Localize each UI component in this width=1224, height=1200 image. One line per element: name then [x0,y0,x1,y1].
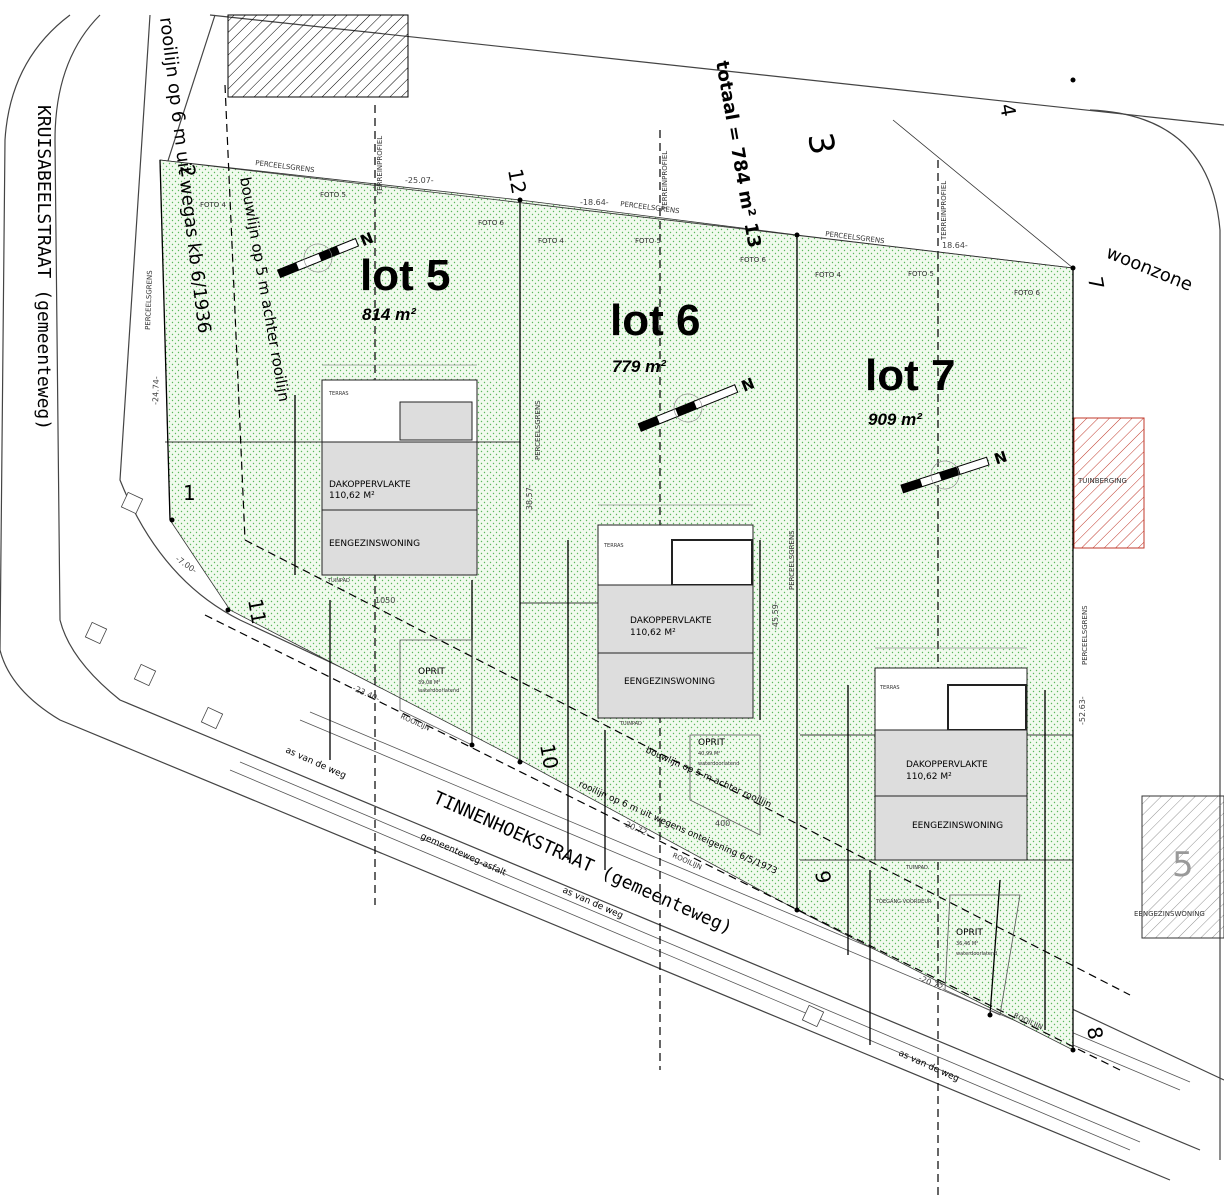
dim-7: -52.63- [1078,696,1087,725]
roof-label-5: DAKOPPERVLAKTE [329,480,411,490]
neighbour-number: 5 [1172,845,1194,885]
diagonal-ne [892,119,1074,269]
north-arrow-3: N [900,447,1010,494]
roof-area-6: 110,62 M² [630,628,676,638]
perceelsgrens-label-4: PERCEELSGRENS [144,270,154,330]
point-11: 11 [243,597,271,626]
kruisabeel-street-label: KRUISABEELSTRAAT (gemeenteweg) [33,105,54,430]
terreinprofiel-label-1: TERREINPROFIEL [376,136,384,196]
dim-8: -23.40- [351,684,381,704]
rooilijn-label-1: ROOILIJN [399,713,431,733]
point-9: 9 [810,869,836,886]
perceelsgrens-label-5: PERCEELSGRENS [534,400,542,460]
dim-3: 18.64- [942,241,968,250]
photo-label-4: FOTO 4 [538,237,565,245]
measure-lines [159,159,1074,1050]
dim-4: -24.74- [151,376,161,405]
house-label-6: EENGEZINSWONING [624,677,715,687]
dim-5: -38.57- [525,484,534,513]
building-lot-7[interactable]: DAKOPPERVLAKTE 110,62 M² EENGEZINSWONING… [874,647,1028,957]
tuinberging [1073,417,1145,549]
roof-label-6: DAKOPPERVLAKTE [630,616,712,626]
tuinberging-label: TUINBERGING [1077,477,1127,485]
photo-label-6: FOTO 6 [740,256,767,264]
north-arrow-1: N [276,229,376,279]
dim-1: -25.07- [405,176,434,185]
oprit-water-5: waterdoorlatend [418,688,459,694]
house-label-5: EENGEZINSWONING [329,539,420,549]
point-3: 3 [799,130,842,158]
oprit-label-6: OPRIT [698,738,725,748]
building-lot-6[interactable]: DAKOPPERVLAKTE 110,62 M² EENGEZINSWONING… [597,504,754,767]
perceelsgrens-top [159,159,1074,269]
oprit-area-7: 36,46 M² [956,941,978,947]
lot-7-area-label: 909 m² [868,410,923,429]
axis-label-2: as van de weg [561,886,625,922]
perceelsgrens-label-2: PERCEELSGRENS [620,200,681,215]
totaal-label: totaal = 784 m² 13 [711,59,765,249]
neighbour-building-top [227,14,409,98]
roof-label-7: DAKOPPERVLAKTE [906,760,988,770]
axis-label-3: as van de weg [897,1049,961,1085]
house-label-7: EENGEZINSWONING [912,821,1003,831]
lot-6-area-label: 779 m² [612,357,667,376]
photo-label-9: FOTO 6 [1014,289,1041,297]
dim-6: -45.59- [771,601,780,630]
neighbour-house-5 [1141,795,1224,939]
point-2: 2 [175,163,201,180]
oprit-water-7: waterdoorlatend [956,951,997,957]
photo-label-1: FOTO 5 [320,191,346,199]
point-4: 4 [995,102,1021,119]
roof-area-5: 110,62 M² [329,491,375,501]
terrace-label-7: TERRAS [879,685,900,691]
point-12: 12 [503,167,531,196]
point-10: 10 [535,742,563,771]
terrace-label-5: TERRAS [328,391,349,397]
photo-label-7: FOTO 4 [815,271,842,279]
photo-label-3: FOTO 6 [478,219,505,227]
tuinpad-label-5: TUINPAD [327,578,350,584]
point-1: 1 [183,481,196,505]
north-label-2: N [739,374,757,395]
lot-7-title: lot 7 [865,351,955,400]
north-label-1: N [358,229,376,250]
oprit-area-6: 40,99 M² [698,751,720,757]
tuinpad-label-6: TUINPAD [619,721,642,727]
neighbour-house-label: EENGEZINSWONING [1134,910,1205,918]
terrace-label-6: TERRAS [603,543,624,549]
photo-label-5: FOTO 5 [635,237,661,245]
road-markers [84,491,825,1028]
tuinpad-label-7: TUINPAD [905,865,928,871]
point-7: 7 [1083,275,1109,292]
woonzone-label: woonzone [1103,242,1195,296]
oprit-area-5: 39,08 M² [418,680,440,686]
toegang-label-7: TOEGANG VOORDEUR [875,899,932,905]
north-arrow-2: N [637,374,757,432]
perceelsgrens-label-6: PERCEELSGRENS [788,530,796,590]
lot-6-title: lot 6 [610,296,700,345]
lot-5-area-label: 814 m² [362,305,417,324]
oprit-label-5: OPRIT [418,667,445,677]
point-markers [169,77,1076,1053]
roof-area-7: 110,62 M² [906,772,952,782]
dim-2: -18.64- [580,198,609,207]
terreinprofiel-label-3: TERREINPROFIEL [940,181,948,241]
point-8: 8 [1082,1025,1108,1042]
lot-5-title: lot 5 [360,251,450,300]
oprit-label-7: OPRIT [956,928,983,938]
axis-label-1: as van de weg [284,746,348,782]
north-label-3: N [992,447,1010,468]
oprit-water-6: waterdoorlatend [698,761,739,767]
photo-label-8: FOTO 5 [908,270,934,278]
dim-12: 1050 [375,596,395,605]
dim-13: 400 [715,819,730,828]
building-lot-5[interactable]: DAKOPPERVLAKTE 110,62 M² EENGEZINSWONING… [321,364,478,694]
perceelsgrens-label-7: PERCEELSGRENS [1081,605,1089,665]
terreinprofiel-label-2: TERREINPROFIEL [661,151,669,211]
photo-label-2: FOTO 4 [200,201,227,209]
